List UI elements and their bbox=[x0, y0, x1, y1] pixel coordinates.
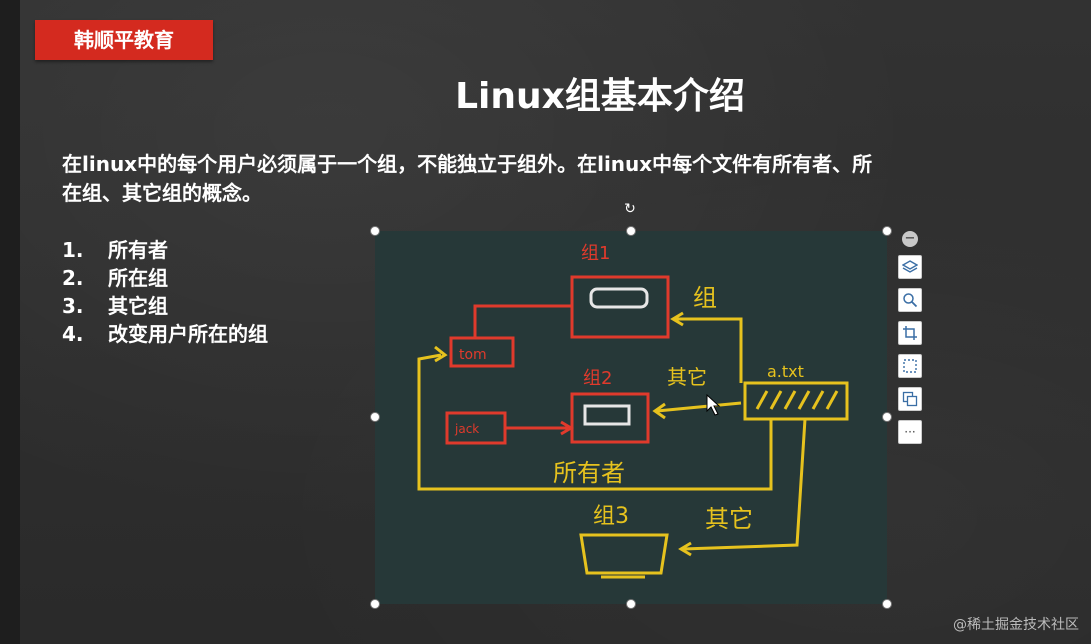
crop-icon[interactable] bbox=[898, 321, 922, 345]
resize-handle-sw[interactable] bbox=[370, 599, 380, 609]
jack-arrow-icon bbox=[560, 420, 574, 436]
file-to-group2-line bbox=[656, 401, 742, 413]
group2-members bbox=[583, 404, 631, 426]
mouse-cursor-icon bbox=[706, 393, 721, 416]
group1-members bbox=[589, 287, 649, 309]
concept-list: 1. 所有者 2. 所在组 3. 其它组 4. 改变用户所在的组 bbox=[62, 236, 362, 348]
resize-handle-nw[interactable] bbox=[370, 226, 380, 236]
file-box bbox=[743, 381, 849, 421]
list-text: 其它组 bbox=[108, 294, 168, 318]
window-edge bbox=[0, 0, 20, 644]
list-text: 所有者 bbox=[108, 238, 168, 262]
rotate-handle-icon[interactable]: ↻ bbox=[624, 201, 636, 217]
minus-icon[interactable]: − bbox=[902, 231, 918, 247]
layers-icon[interactable] bbox=[898, 255, 922, 279]
list-text: 所在组 bbox=[108, 266, 168, 290]
list-number: 3. bbox=[62, 294, 84, 318]
watermark: @稀土掘金技术社区 bbox=[953, 617, 1079, 633]
file-hatching bbox=[755, 390, 839, 410]
select-icon[interactable] bbox=[898, 354, 922, 378]
resize-handle-ne[interactable] bbox=[882, 226, 892, 236]
resize-handle-w[interactable] bbox=[370, 412, 380, 422]
owner-arrow-icon bbox=[434, 345, 448, 363]
user-tom-box bbox=[449, 336, 515, 368]
file-to-group1-line bbox=[675, 317, 743, 383]
group2-box bbox=[570, 392, 650, 444]
file-to-group3-line bbox=[682, 418, 807, 551]
group1-arrow-icon bbox=[670, 311, 684, 327]
slide-paragraph: 在linux中的每个用户必须属于一个组，不能独立于组外。在linux中每个文件有… bbox=[62, 152, 873, 205]
list-item: 1. 所有者 bbox=[62, 236, 362, 264]
list-number: 2. bbox=[62, 266, 84, 290]
diagram-drawing: 组1 tom 组2 jack a.txt 组 其它 所有者 其它 bbox=[417, 243, 849, 579]
edge-owner-label: 所有者 bbox=[553, 459, 625, 487]
list-number: 1. bbox=[62, 238, 84, 262]
resize-handle-n[interactable] bbox=[626, 226, 636, 236]
group3-arrow-icon bbox=[678, 541, 692, 557]
group2-label: 组2 bbox=[583, 368, 612, 389]
slide-title: Linux组基本介绍 bbox=[455, 76, 745, 117]
edge-other2-label: 其它 bbox=[705, 505, 753, 533]
list-text: 改变用户所在的组 bbox=[108, 322, 268, 346]
group3-box bbox=[579, 533, 669, 575]
edge-other-label: 其它 bbox=[667, 365, 707, 389]
resize-handle-s[interactable] bbox=[626, 599, 636, 609]
resize-handle-se[interactable] bbox=[882, 599, 892, 609]
file-label: a.txt bbox=[767, 362, 804, 381]
owner-line bbox=[417, 353, 773, 491]
image-toolbar: − ··· bbox=[898, 231, 924, 453]
user-jack-label: jack bbox=[454, 422, 479, 436]
list-item: 3. 其它组 bbox=[62, 292, 362, 320]
group2-arrow-icon bbox=[652, 402, 666, 420]
tom-to-group1-line bbox=[473, 304, 572, 338]
zoom-icon[interactable] bbox=[898, 288, 922, 312]
more-icon[interactable]: ··· bbox=[898, 420, 922, 444]
resize-handle-e[interactable] bbox=[882, 412, 892, 422]
list-item: 2. 所在组 bbox=[62, 264, 362, 292]
list-item: 4. 改变用户所在的组 bbox=[62, 320, 362, 348]
user-tom-label: tom bbox=[459, 347, 487, 363]
diagram-image[interactable]: 组1 tom 组2 jack a.txt 组 其它 所有者 其它 bbox=[375, 231, 887, 604]
brand-badge: 韩顺平教育 bbox=[35, 20, 213, 60]
group3-label: 组3 bbox=[593, 504, 629, 529]
copy-image-icon[interactable] bbox=[898, 387, 922, 411]
list-number: 4. bbox=[62, 322, 84, 346]
edge-group-label: 组 bbox=[693, 284, 717, 312]
group1-label: 组1 bbox=[581, 243, 610, 264]
